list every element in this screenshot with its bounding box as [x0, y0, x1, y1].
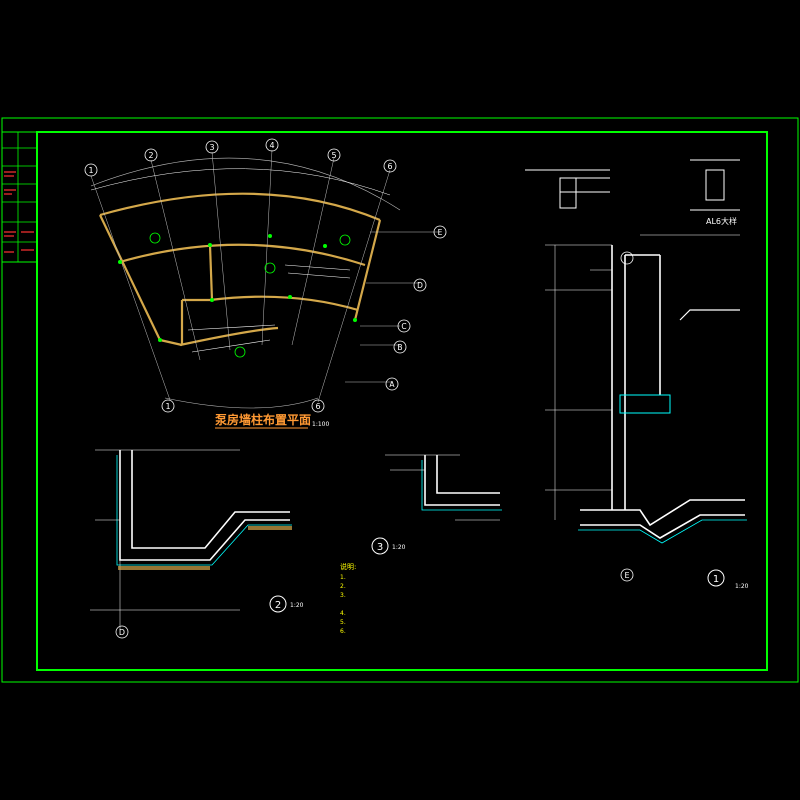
axis-label-bottom: 1 [165, 402, 170, 411]
inner-wall-arc [179, 326, 279, 347]
axis-bubbles-right [385, 225, 447, 391]
detail-3: 3 1:20 [371, 454, 502, 555]
note-line: 5. [340, 619, 346, 626]
detail-2-scale: 1:20 [290, 602, 304, 609]
detail-3-scale: 1:20 [392, 544, 406, 551]
note-line: 4. [340, 610, 346, 617]
al6-title: AL6大样 [706, 216, 737, 226]
plan-scale: 1:100 [312, 421, 329, 428]
section-1-number: 1 [713, 574, 719, 585]
axis-label-right: D [417, 281, 423, 290]
axis-label-bottom: 6 [315, 402, 320, 411]
detail-2-axis: D [119, 628, 125, 637]
axis-bubbles-top [84, 138, 397, 177]
axis-label-top: 4 [269, 141, 274, 150]
axis-label-right: C [401, 322, 406, 331]
wall-arc-2 [119, 243, 366, 267]
plan-view: 1 2 3 4 5 6 E D C B A 1 6 泵房墙柱布置平面 [84, 138, 447, 429]
section-1-axis: E [624, 571, 629, 580]
notes-heading: 说明: [340, 562, 356, 571]
axis-label-top: 1 [88, 166, 93, 175]
title-block [1, 131, 38, 263]
note-line: 2. [340, 583, 346, 590]
note-line: 6. [340, 628, 346, 635]
axis-label-right: E [438, 228, 443, 237]
axis-label-top: 3 [209, 143, 214, 152]
note-line: 3. [340, 592, 346, 599]
axis-label-right: B [397, 343, 402, 352]
outer-frame [1, 117, 799, 683]
plan-title: 泵房墙柱布置平面 [215, 412, 311, 427]
section-1: AL6大样 E 1 1:20 [525, 159, 749, 590]
detail-2-number: 2 [275, 600, 281, 611]
axis-bubbles-bottom [161, 399, 325, 413]
section-1-scale: 1:20 [735, 583, 749, 590]
wall-arc-3 [209, 295, 359, 312]
inner-frame [36, 131, 768, 671]
axis-label-top: 5 [331, 151, 336, 160]
general-notes: 说明: 1. 2. 3. 4. 5. 6. [340, 562, 356, 635]
axis-label-right: A [389, 380, 395, 389]
axis-label-top: 2 [148, 151, 153, 160]
detail-2: 2 1:20 D [90, 449, 304, 639]
note-line: 1. [340, 574, 346, 581]
axis-label-top: 6 [387, 162, 392, 171]
detail-3-number: 3 [377, 542, 383, 553]
outer-wall-arc [99, 192, 381, 222]
